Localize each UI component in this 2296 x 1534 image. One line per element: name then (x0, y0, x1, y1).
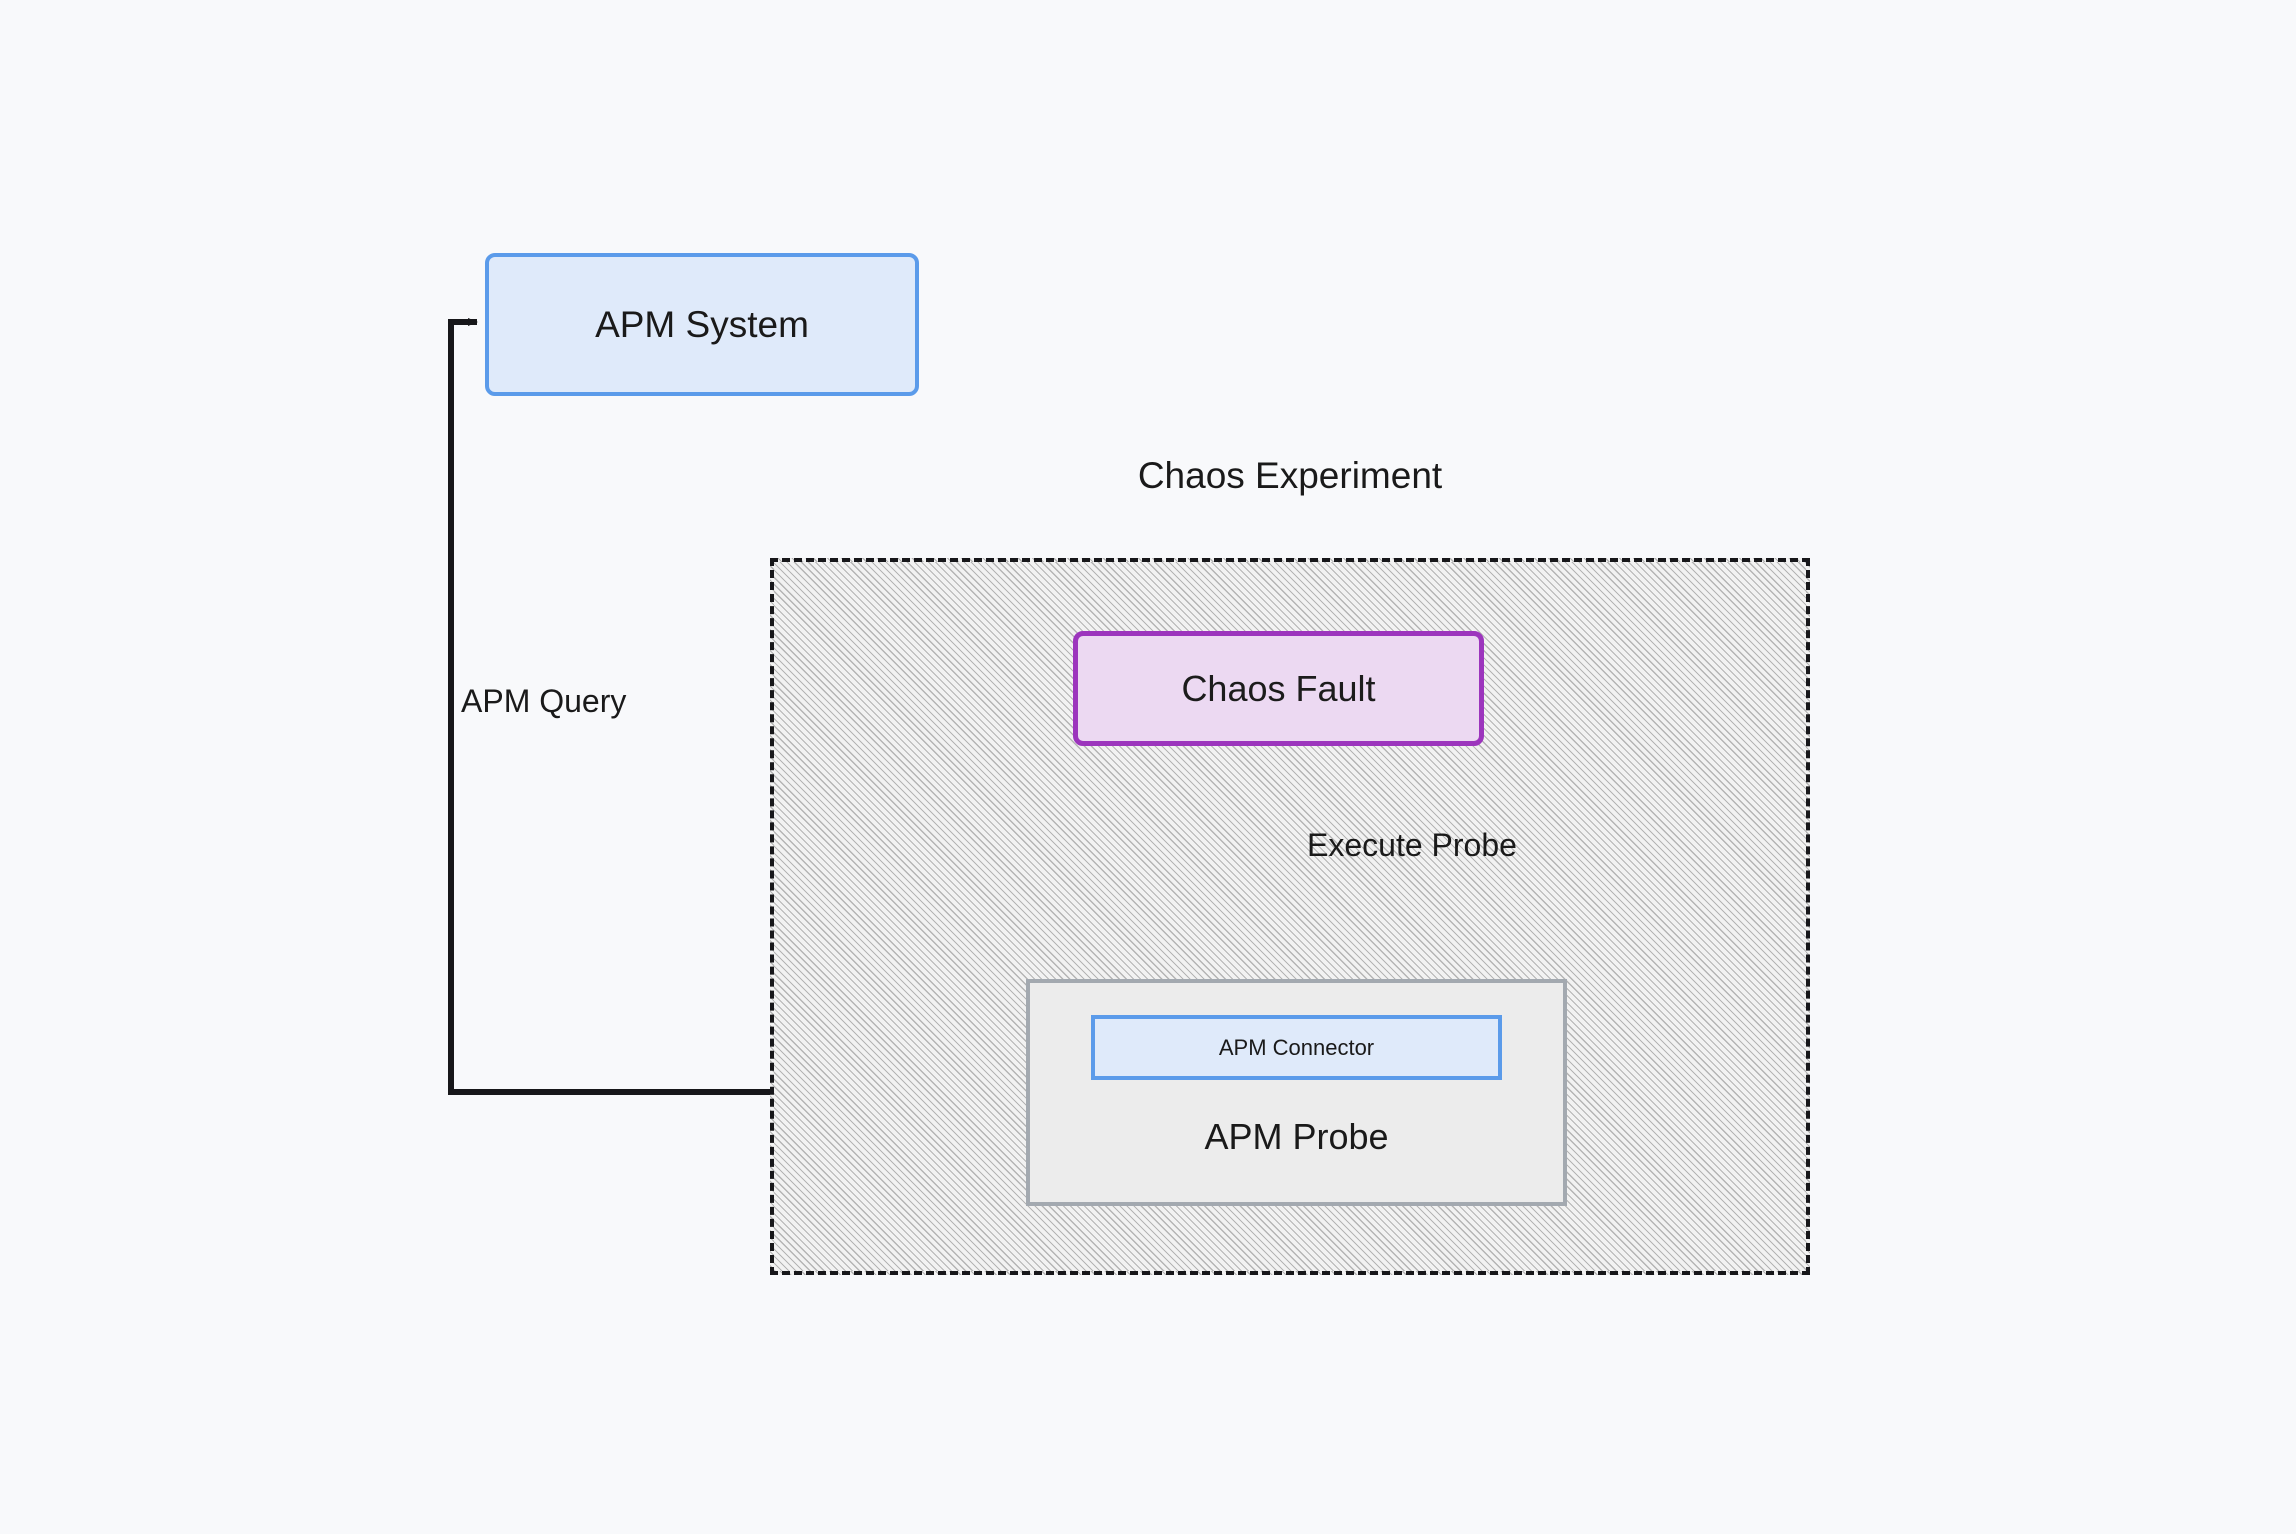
chaos-experiment-title: Chaos Experiment (1137, 455, 1443, 496)
apm-query-edge (448, 318, 1026, 1095)
node-apm-system[interactable]: APM System (485, 253, 919, 396)
node-chaos-fault[interactable]: Chaos Fault (1073, 631, 1484, 746)
node-apm-connector[interactable]: APM Connector (1091, 1015, 1502, 1080)
edge-label-execute-probe: Execute Probe (1307, 827, 1517, 863)
node-chaos-fault-label: Chaos Fault (1181, 667, 1376, 709)
node-apm-system-label: APM System (595, 303, 809, 345)
edge-label-apm-query: APM Query (461, 683, 627, 719)
node-apm-connector-label: APM Connector (1218, 1034, 1375, 1060)
node-apm-probe-label: APM Probe (1204, 1116, 1389, 1157)
node-apm-probe[interactable]: APM Connector APM Probe (1026, 979, 1567, 1206)
